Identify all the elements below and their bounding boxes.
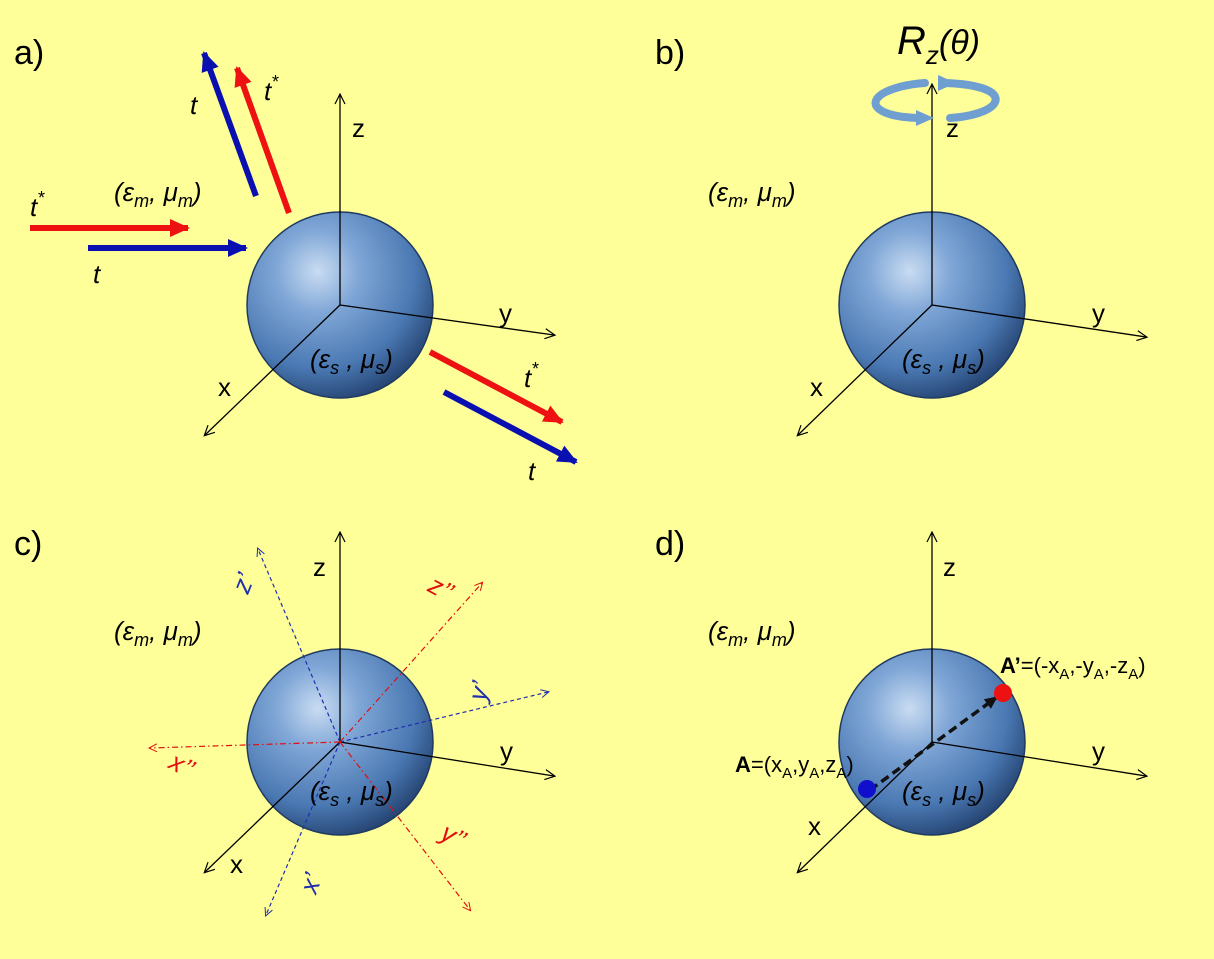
medium-params: (εm, μm) [114, 177, 202, 211]
medium-params: (εm, μm) [114, 616, 202, 650]
y-axis [339, 741, 554, 776]
point-a [858, 780, 876, 798]
y-prime-label: y’ [461, 677, 496, 706]
transmitted-beam-t [442, 389, 578, 465]
z-axis-label: z [943, 552, 956, 582]
rotation-operator: Rz(θ) [897, 19, 980, 70]
point-a-label: A=(xA,yA,zA) [735, 752, 854, 782]
medium-params: (εm, μm) [708, 616, 796, 650]
y-axis [931, 741, 1146, 776]
label-tstar-reflected: t* [264, 72, 279, 106]
y-double-prime-axis [339, 741, 470, 910]
y-axis-label: y [1092, 298, 1105, 328]
panel-d-label: d) [655, 525, 685, 563]
x-axis-label: x [230, 849, 243, 879]
y-prime-axis [339, 692, 548, 743]
y-double-prime-label: y’’ [434, 816, 472, 855]
point-a-prime [994, 684, 1012, 702]
label-t-reflected: t [190, 90, 199, 120]
sphere-params: (εs , μs) [310, 344, 393, 378]
x-prime-axis [266, 741, 341, 915]
x-axis-label: x [810, 372, 823, 402]
panel-b: b) z y x Rz(θ) (εm, μm) (εs , μs) [655, 19, 1146, 435]
panel-a: a) z y x (εm, μm) (εs , μs) t* t t t* t*… [14, 34, 578, 486]
label-t-transmitted: t [528, 456, 537, 486]
z-double-prime-label: z’’ [423, 569, 460, 608]
rotation-arrow-icon [871, 75, 1000, 126]
panel-b-label: b) [655, 34, 685, 72]
y-axis-label: y [500, 736, 513, 766]
inversion-vector [868, 695, 999, 792]
label-t-incident: t [93, 259, 102, 289]
transmitted-beam-tstar [428, 349, 564, 425]
z-axis-label: z [313, 552, 326, 582]
x-double-prime-label: x’’ [163, 745, 201, 784]
panel-a-label: a) [14, 34, 44, 72]
x-axis [205, 741, 341, 872]
y-axis-label: y [499, 298, 512, 328]
panel-d: d) z y x (εm, μm) (εs , μs) A=(xA,yA,zA)… [655, 525, 1146, 872]
z-prime-label: z’ [225, 567, 261, 598]
panel-c-label: c) [14, 525, 42, 563]
z-double-prime-axis [339, 583, 482, 743]
x-double-prime-axis [150, 741, 341, 748]
x-axis-label: x [808, 811, 821, 841]
x-axis [205, 304, 341, 435]
x-prime-label: x’ [293, 868, 329, 899]
y-axis [931, 304, 1146, 337]
point-a-prime-label: A’=(-xA,-yA,-zA) [1000, 653, 1146, 683]
sphere-params: (εs , μs) [902, 344, 985, 378]
label-tstar-incident: t* [30, 188, 45, 222]
y-axis [339, 304, 554, 335]
x-axis-label: x [218, 372, 231, 402]
medium-params: (εm, μm) [708, 177, 796, 211]
panel-c: c) z y x z’ y’ x’ z’’ y’’ x’’ (εm, μm) (… [14, 525, 554, 915]
reflected-beam-t [201, 51, 259, 198]
label-tstar-transmitted: t* [524, 359, 539, 393]
x-axis [798, 741, 933, 872]
reflected-beam-tstar [234, 66, 292, 215]
x-axis [798, 304, 933, 435]
z-axis-label: z [352, 113, 365, 143]
y-axis-label: y [1092, 736, 1105, 766]
